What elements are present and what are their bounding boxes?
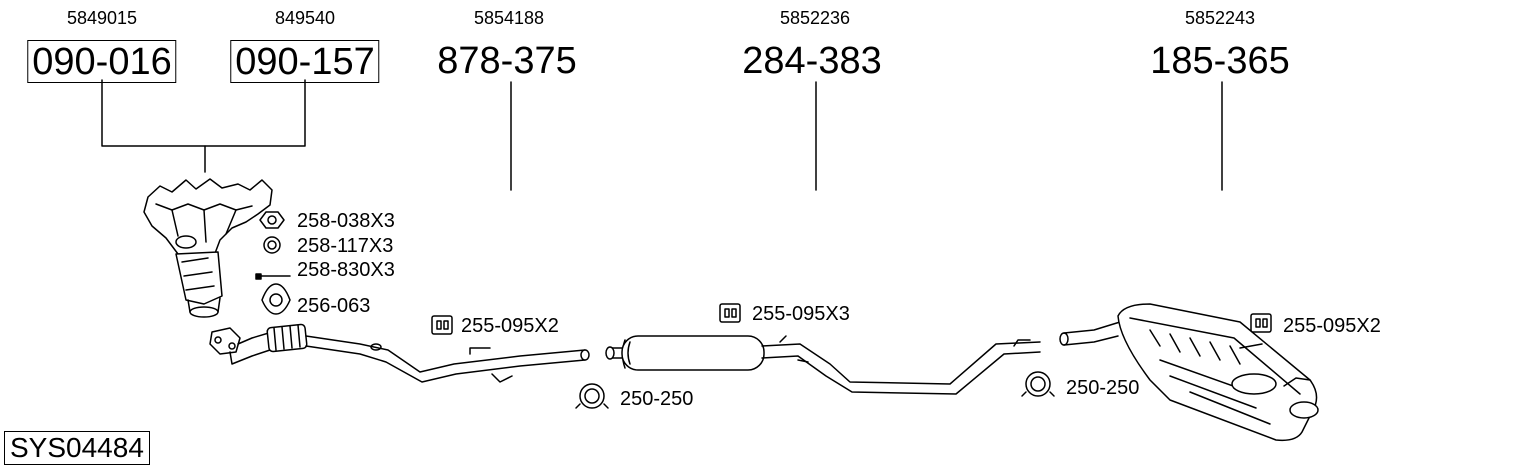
fitting-label: 250-250	[620, 388, 694, 410]
hex-nut-icon	[259, 211, 285, 229]
fitting-label: 258-830X3	[297, 259, 395, 281]
oe-number: 849540	[274, 8, 336, 28]
fitting-label: 258-038X3	[297, 210, 395, 232]
pipe-clamp-icon	[1021, 371, 1055, 397]
fitting-label: 255-095X3	[752, 303, 850, 325]
rear-silencer-icon	[1059, 303, 1319, 442]
part-number: 090-157	[230, 40, 380, 83]
manifold-catalyst-icon	[143, 178, 273, 318]
part-number: 090-016	[27, 40, 177, 83]
fitting-label: 250-250	[1066, 377, 1140, 399]
oe-number: 5849015	[66, 8, 138, 28]
fitting-label: 255-095X2	[461, 315, 559, 337]
pipe-clamp-icon	[575, 383, 609, 409]
rubber-hanger-icon	[719, 303, 741, 323]
oe-number: 5854188	[473, 8, 545, 28]
stud-bolt-icon	[255, 273, 291, 280]
front-pipe-icon	[209, 323, 590, 383]
part-number: 185-365	[1150, 40, 1290, 82]
fitting-label: 258-117X3	[297, 235, 394, 257]
leader-lines	[101, 79, 1223, 191]
oe-number: 5852236	[779, 8, 851, 28]
part-number: 878-375	[437, 40, 577, 82]
gasket-ring-icon	[263, 236, 281, 254]
part-number: 284-383	[742, 40, 882, 82]
diagram-id: SYS04484	[4, 431, 150, 465]
rubber-hanger-icon	[1250, 313, 1272, 333]
oe-number: 5852243	[1184, 8, 1256, 28]
center-silencer-icon	[605, 335, 1041, 395]
flange-gasket-icon	[261, 283, 291, 315]
rubber-hanger-icon	[431, 315, 453, 335]
fitting-label: 255-095X2	[1283, 315, 1381, 337]
fitting-label: 256-063	[297, 295, 371, 317]
